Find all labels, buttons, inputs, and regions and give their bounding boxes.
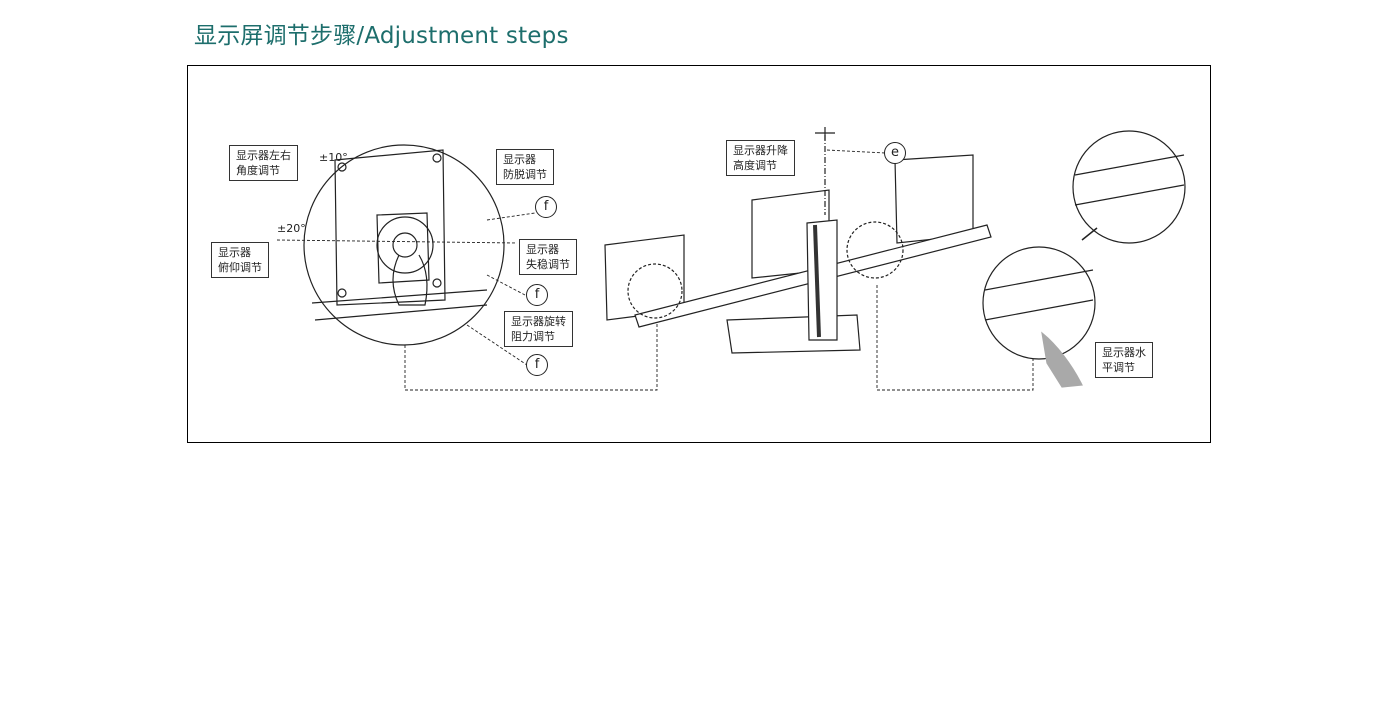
- label-line: 显示器: [503, 153, 536, 166]
- label-line: 失稳调节: [526, 258, 570, 271]
- page-title: 显示屏调节步骤/Adjustment steps: [194, 23, 569, 49]
- horizontal-detail: [982, 130, 1186, 388]
- label-line: 角度调节: [236, 164, 280, 177]
- label-line: 显示器旋转: [511, 315, 566, 328]
- label-rotation: 显示器旋转 阻力调节: [504, 311, 573, 347]
- label-line: 显示器左右: [236, 149, 291, 162]
- monitor-mount-detail: [303, 144, 505, 346]
- label-line: 阻力调节: [511, 330, 555, 343]
- label-line: 显示器水: [1102, 346, 1146, 359]
- label-stability: 显示器 失稳调节: [519, 239, 577, 275]
- stand-assembly: [604, 127, 992, 354]
- callout-e: e: [884, 142, 906, 164]
- label-line: 平调节: [1102, 361, 1135, 374]
- label-line: 俯仰调节: [218, 261, 262, 274]
- angle-lr: ±10°: [319, 151, 348, 164]
- callout-f-3: f: [526, 354, 548, 376]
- monitor-stand-diagram: [276, 127, 1186, 391]
- callout-f-1: f: [535, 196, 557, 218]
- label-line: 显示器升降: [733, 144, 788, 157]
- label-line: 高度调节: [733, 159, 777, 172]
- label-line: 显示器: [218, 246, 251, 259]
- diagram-frame: [187, 65, 1211, 443]
- leader-lines: [276, 149, 1034, 391]
- label-anti-detach: 显示器 防脱调节: [496, 149, 554, 185]
- callout-f-2: f: [526, 284, 548, 306]
- label-line: 显示器: [526, 243, 559, 256]
- label-tilt: 显示器 俯仰调节: [211, 242, 269, 278]
- label-height: 显示器升降 高度调节: [726, 140, 795, 176]
- angle-tilt: ±20°: [277, 222, 306, 235]
- label-left-right-angle: 显示器左右 角度调节: [229, 145, 298, 181]
- label-line: 防脱调节: [503, 168, 547, 181]
- label-horizontal: 显示器水 平调节: [1095, 342, 1153, 378]
